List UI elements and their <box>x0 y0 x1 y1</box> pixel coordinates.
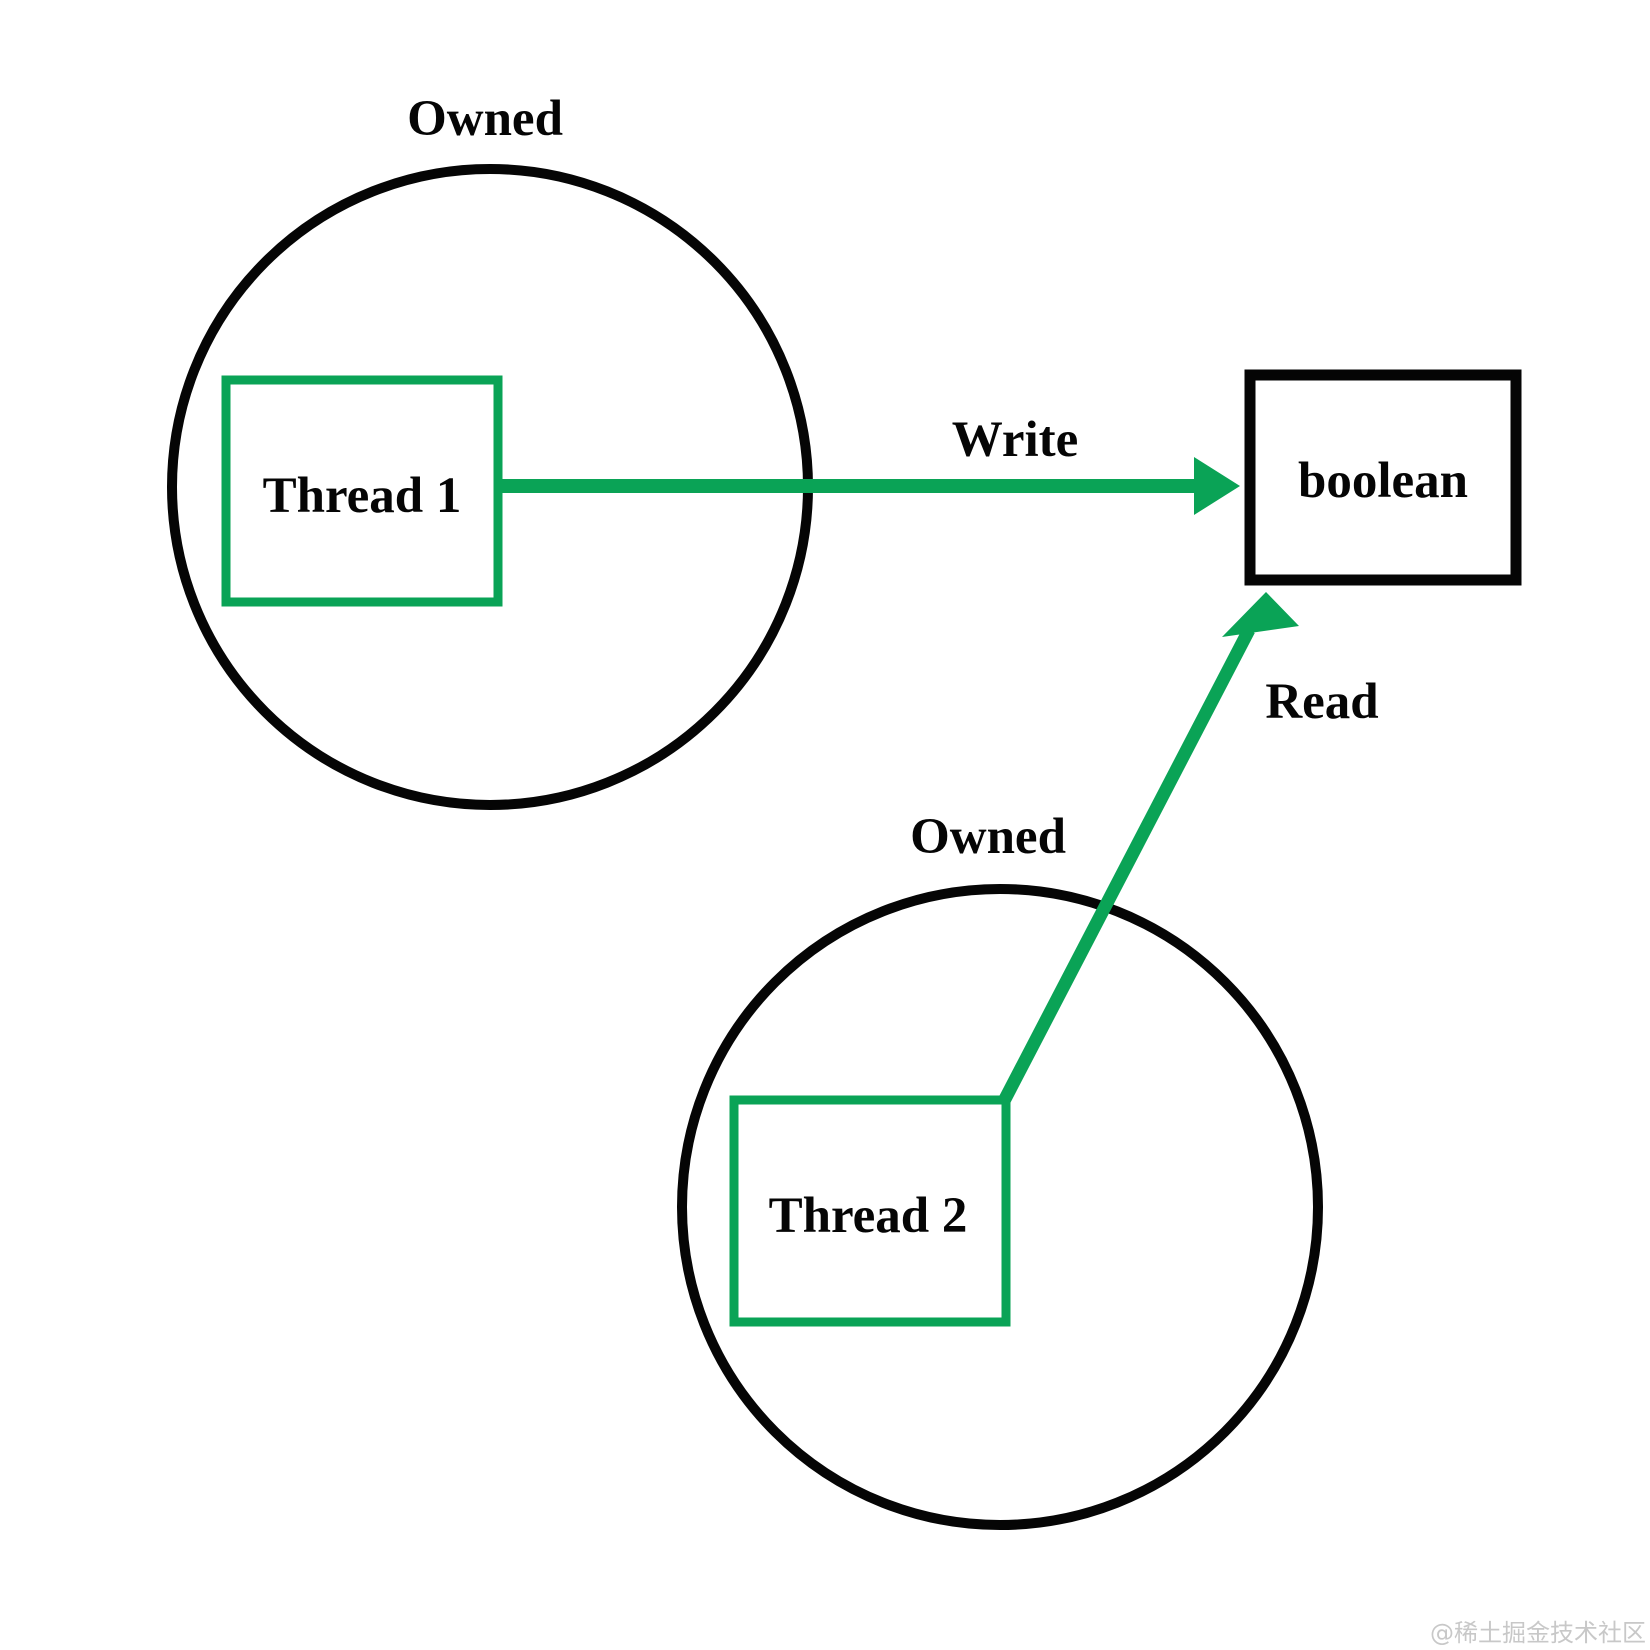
write-arrowhead-icon <box>1194 457 1240 515</box>
boolean-label: boolean <box>1298 453 1468 509</box>
read-arrowhead-icon <box>1222 592 1299 637</box>
thread2-box <box>729 1095 1011 1327</box>
write-arrow <box>494 457 1240 515</box>
read-label: Read <box>1265 674 1378 730</box>
watermark: @稀土掘金技术社区 <box>1430 1619 1646 1647</box>
owned-label-thread2: Owned <box>910 809 1066 865</box>
thread1-label: Thread 1 <box>263 468 462 524</box>
boolean-box <box>1244 369 1522 586</box>
thread2-ownership-circle <box>677 884 1323 1530</box>
thread2-label: Thread 2 <box>769 1188 968 1244</box>
read-arrow <box>998 592 1299 1104</box>
thread1-box <box>221 375 503 607</box>
read-arrow-shaft <box>998 627 1255 1104</box>
write-label: Write <box>952 412 1079 468</box>
owned-label-thread1: Owned <box>407 91 563 147</box>
